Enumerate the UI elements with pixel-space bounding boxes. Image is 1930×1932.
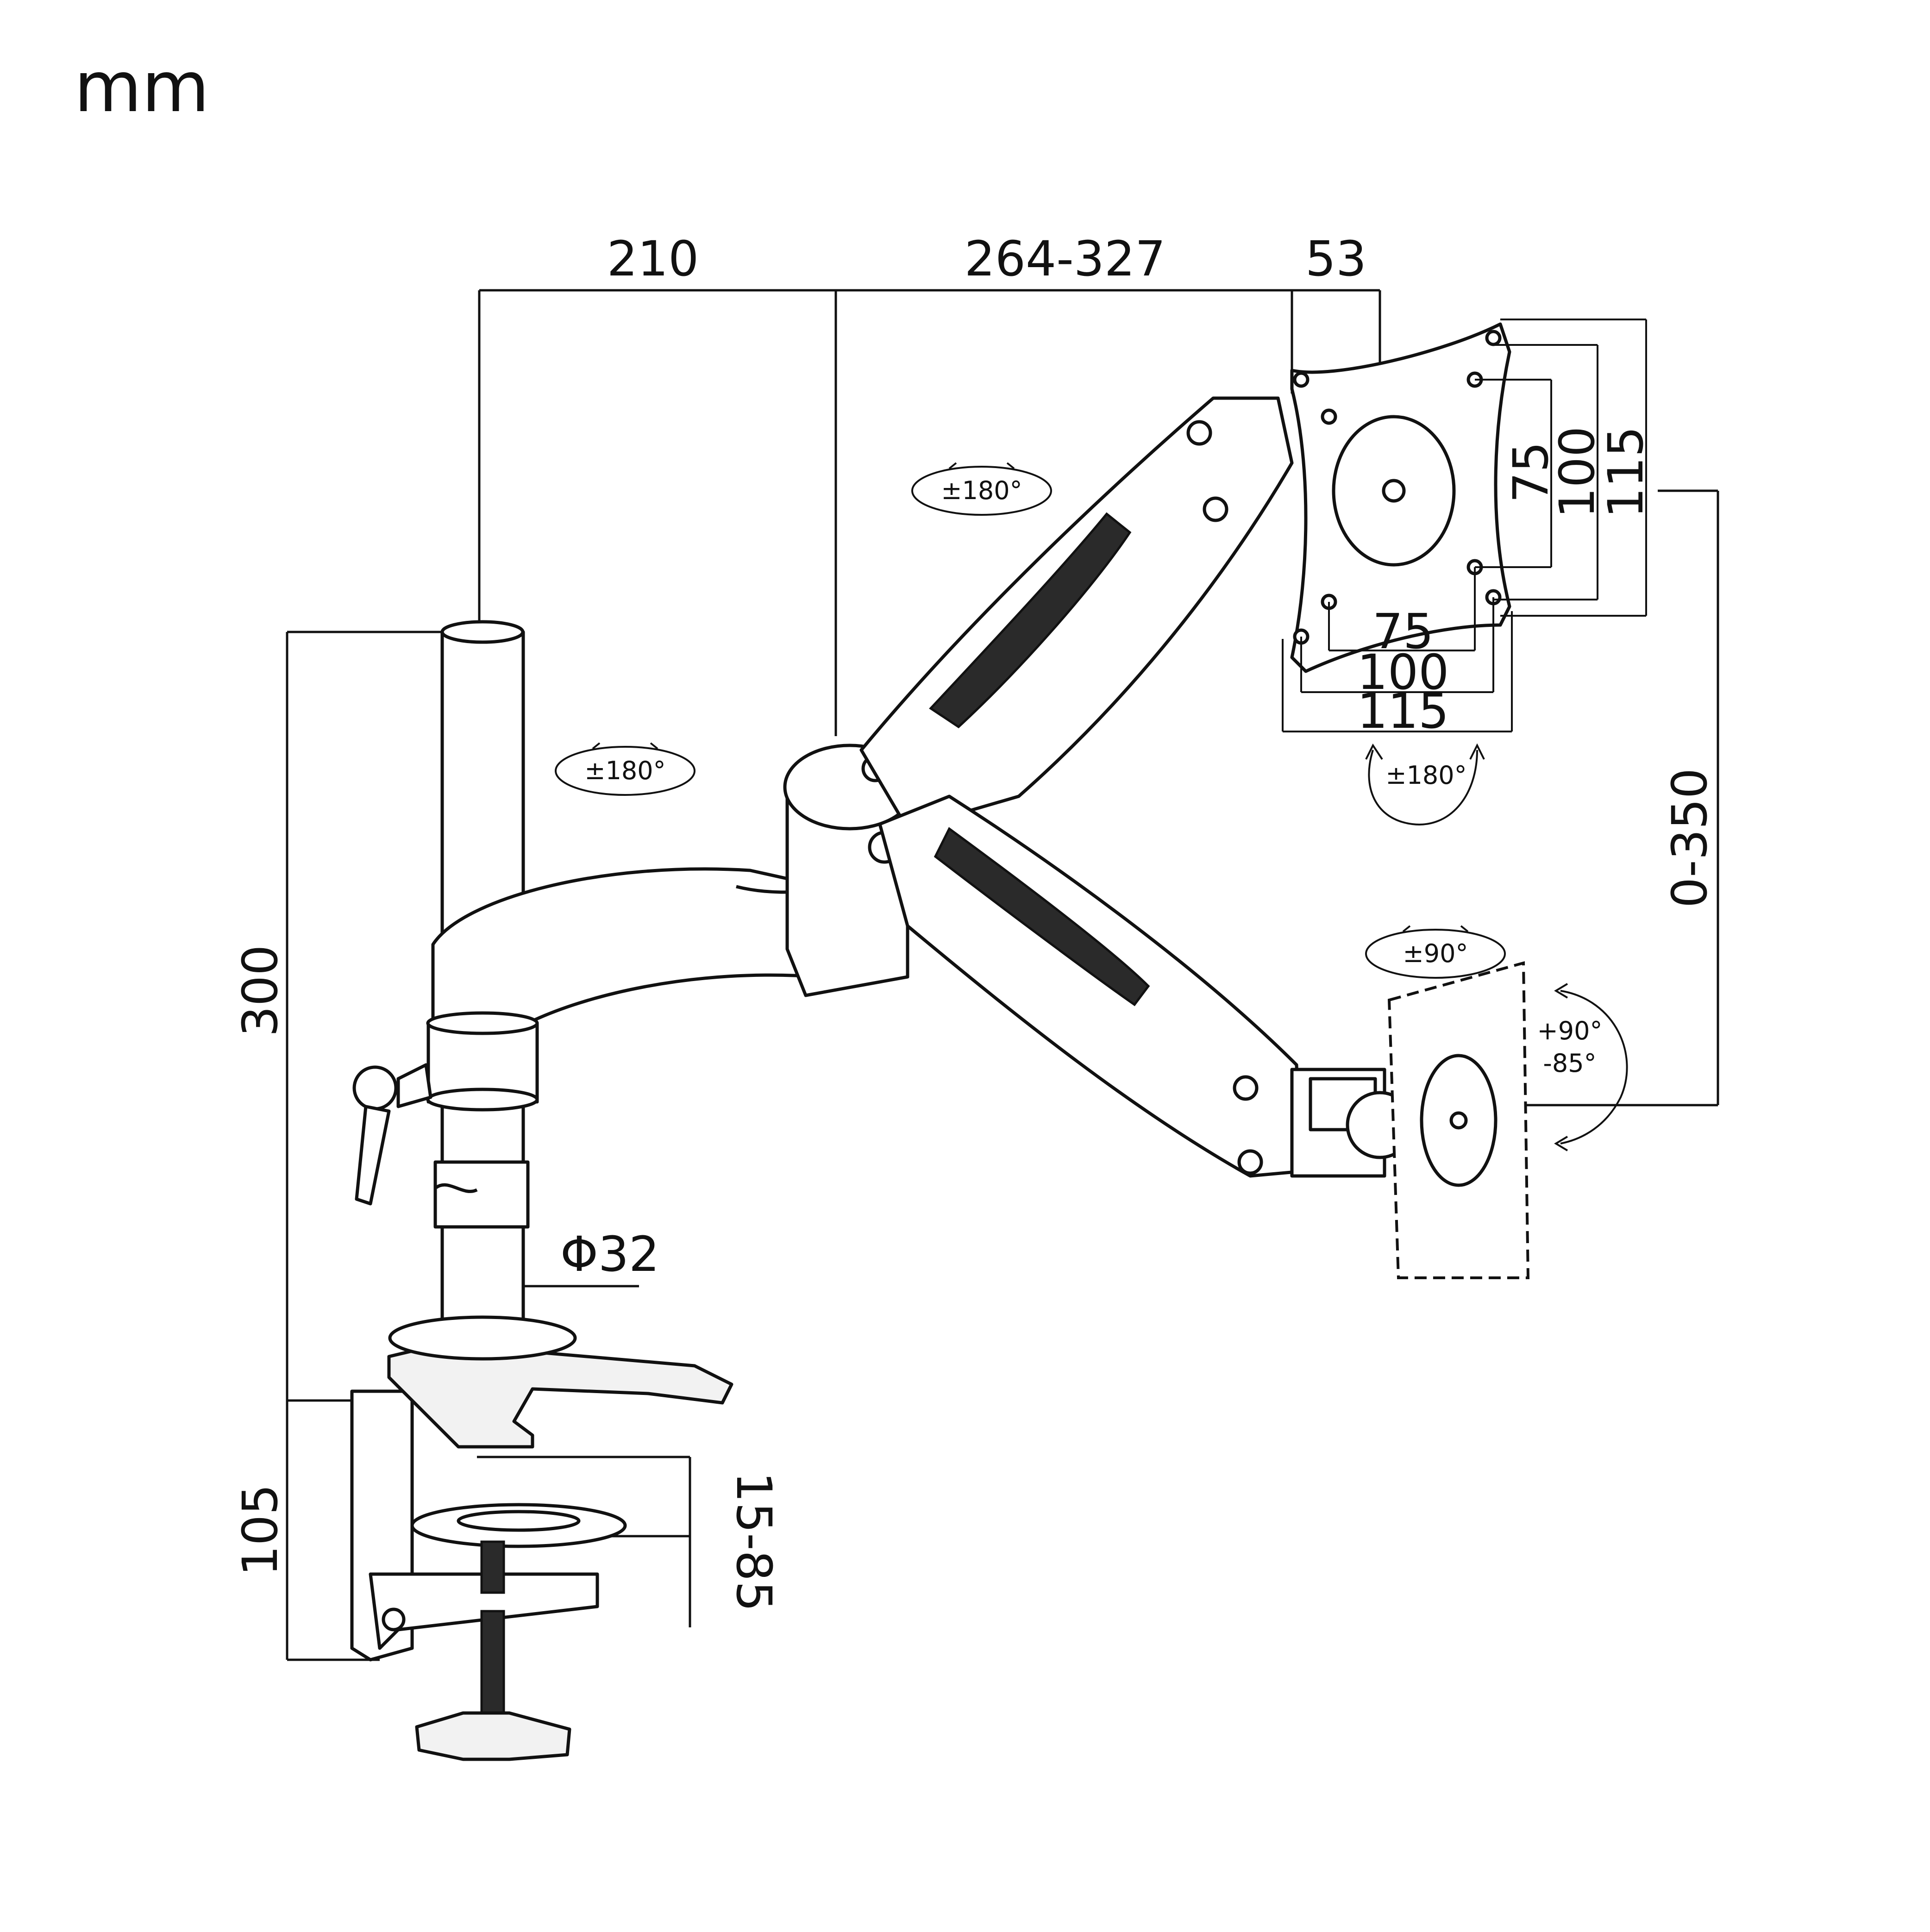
unit-label: mm: [74, 47, 209, 128]
tilt-marker: [1554, 983, 1628, 1151]
rot-tilt-up: +90°: [1537, 1016, 1603, 1045]
rot-head-swivel: ±90°: [1403, 939, 1468, 968]
desk-clamp: [350, 1332, 733, 1761]
top-dimension-lines: [478, 289, 1381, 736]
dim-clamp-height: 105: [232, 1484, 288, 1576]
dim-vesa-h-115: 115: [1357, 683, 1449, 739]
rot-base-swivel: ±180°: [584, 756, 665, 785]
dim-vesa-v-115: 115: [1598, 426, 1654, 519]
rot-arm-swivel: ±180°: [941, 476, 1022, 505]
vesa-plate: [1290, 322, 1511, 673]
upper-arm: [859, 396, 1294, 831]
dim-pole-height: 300: [232, 945, 288, 1037]
arm-swivel-marker: [911, 462, 1052, 516]
base-swivel-marker: [555, 742, 696, 796]
vesa-dimension-lines: [1282, 319, 1647, 732]
lower-arm: [352, 867, 882, 1206]
dim-vesa-h-100: 100: [1357, 644, 1449, 700]
rot-plate-rotation: ±180°: [1385, 761, 1466, 790]
dim-vesa-v-100: 100: [1549, 426, 1605, 519]
height-range-lines: [1505, 489, 1719, 1107]
dim-head-offset: 53: [1305, 231, 1366, 287]
dim-height-range: 0-350: [1661, 768, 1718, 908]
tilt-head: [1290, 961, 1530, 1279]
dim-arm-reach-2: 264-327: [965, 231, 1166, 287]
lower-gas-arm: [878, 794, 1303, 1178]
head-swivel-marker: [1365, 925, 1506, 979]
rot-tilt-down: -85°: [1543, 1049, 1596, 1078]
dim-pole-diameter: Φ32: [560, 1226, 659, 1282]
dim-desk-thickness: 15-85: [726, 1472, 782, 1612]
plate-rotation-marker: [1365, 743, 1485, 825]
dim-vesa-v-75: 75: [1503, 442, 1559, 503]
dim-arm-reach-1: 210: [607, 231, 699, 287]
dim-vesa-h-75: 75: [1372, 603, 1434, 660]
